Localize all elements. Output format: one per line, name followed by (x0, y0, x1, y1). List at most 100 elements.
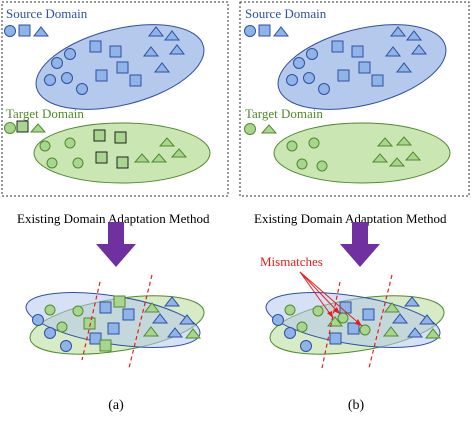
legend-square-icon (16, 120, 29, 133)
legend-triangle-icon (272, 26, 290, 37)
sample-circle (306, 48, 318, 60)
sample-square (107, 322, 120, 335)
sample-square (95, 69, 108, 82)
sample-circle (303, 72, 315, 84)
sample-square (93, 129, 106, 142)
panel-a-frame (1, 1, 229, 197)
sample-triangle (166, 327, 184, 338)
panel-b-adapted-samples (272, 296, 442, 352)
arrowhead-icon (355, 319, 362, 326)
panel-b-frame (239, 1, 470, 197)
sample-square (116, 61, 129, 74)
sample-triangle (389, 26, 407, 37)
panel-a-boundary-line (128, 274, 153, 369)
sample-triangle (142, 326, 160, 337)
sample-triangle (406, 327, 424, 338)
sample-triangle (133, 153, 151, 163)
panel-b-source-samples (286, 26, 428, 95)
mismatch-sample-circle (337, 312, 349, 324)
sample-triangle (384, 46, 402, 57)
sample-square (337, 69, 350, 82)
mismatch-pointer-line (299, 271, 341, 315)
panel-b-target-legend (244, 123, 278, 135)
sample-circle (284, 304, 296, 316)
panel-a-source-legend (4, 24, 50, 37)
panel-a-down-arrow-icon (96, 222, 136, 267)
sample-circle (286, 74, 298, 86)
sample-triangle (404, 151, 422, 161)
sample-triangle (151, 313, 169, 324)
sample-circle (61, 72, 73, 84)
panel-a-source-label: Source Domain (6, 6, 88, 21)
panel-b-down-arrow-icon (340, 222, 380, 267)
sample-square (114, 131, 127, 144)
sample-circle (293, 57, 305, 69)
mismatch-pointer-line (299, 271, 334, 319)
sample-square (99, 339, 112, 352)
panel-b-mismatch-pointers (299, 271, 363, 327)
sample-triangle (395, 62, 413, 73)
sample-circle (44, 304, 56, 316)
arrowhead-icon (327, 311, 333, 318)
sample-circle (51, 57, 63, 69)
sample-circle (56, 321, 68, 333)
sample-circle (64, 137, 76, 149)
sample-circle (296, 158, 308, 170)
sample-square (95, 151, 108, 164)
sample-circle (296, 321, 308, 333)
arrowhead-icon (333, 307, 340, 314)
sample-circle (32, 314, 44, 326)
sample-square (89, 40, 102, 53)
sample-circle (39, 140, 51, 152)
sample-circle (72, 305, 84, 317)
sample-circle (272, 314, 284, 326)
sample-triangle (403, 296, 421, 307)
sample-circle (316, 160, 328, 172)
panel-b-source-label: Source Domain (245, 6, 327, 21)
legend-circle-icon (4, 25, 16, 37)
legend-triangle-icon (260, 124, 278, 134)
sample-triangle (150, 153, 168, 163)
panel-b-target-label: Target Domain (245, 106, 323, 121)
sample-triangle (410, 44, 428, 55)
sample-square (371, 74, 384, 87)
panel-a-caption: (a) (108, 398, 124, 413)
sample-circle (300, 340, 312, 352)
sample-circle (308, 137, 320, 149)
panel-b-mismatch-label: Mismatches (260, 254, 323, 269)
sample-circle (44, 327, 56, 339)
legend-triangle-icon (32, 26, 50, 37)
panel-b-mismatch-arrowheads (327, 307, 362, 326)
mismatch-pointer-line (299, 271, 363, 327)
legend-circle-icon (244, 123, 256, 135)
legend-circle-icon (244, 25, 256, 37)
panel-b-caption: (b) (348, 398, 365, 413)
sample-circle (76, 83, 88, 95)
sample-circle (284, 327, 296, 339)
sample-triangle (142, 46, 160, 57)
panel-b-target-samples (286, 136, 422, 172)
sample-circle (46, 157, 58, 169)
sample-triangle (147, 26, 165, 37)
sample-triangle (143, 302, 161, 313)
sample-square (116, 156, 129, 169)
panel-b-boundary-line (368, 274, 393, 369)
sample-triangle (424, 328, 442, 339)
sample-triangle (383, 302, 401, 313)
sample-circle (312, 305, 324, 317)
sample-triangle (391, 313, 409, 324)
sample-square (362, 308, 375, 321)
sample-circle (44, 74, 56, 86)
sample-triangle (163, 30, 181, 41)
sample-triangle (395, 136, 413, 146)
sample-triangle (153, 62, 171, 73)
panel-a-source-samples (44, 26, 186, 95)
sample-triangle (158, 137, 176, 147)
sample-triangle (178, 314, 196, 325)
panel-a-adapted-samples (32, 295, 202, 352)
sample-triangle (418, 314, 436, 325)
sample-triangle (163, 296, 181, 307)
sample-square (329, 332, 342, 345)
panel-a-target-legend (4, 120, 47, 134)
